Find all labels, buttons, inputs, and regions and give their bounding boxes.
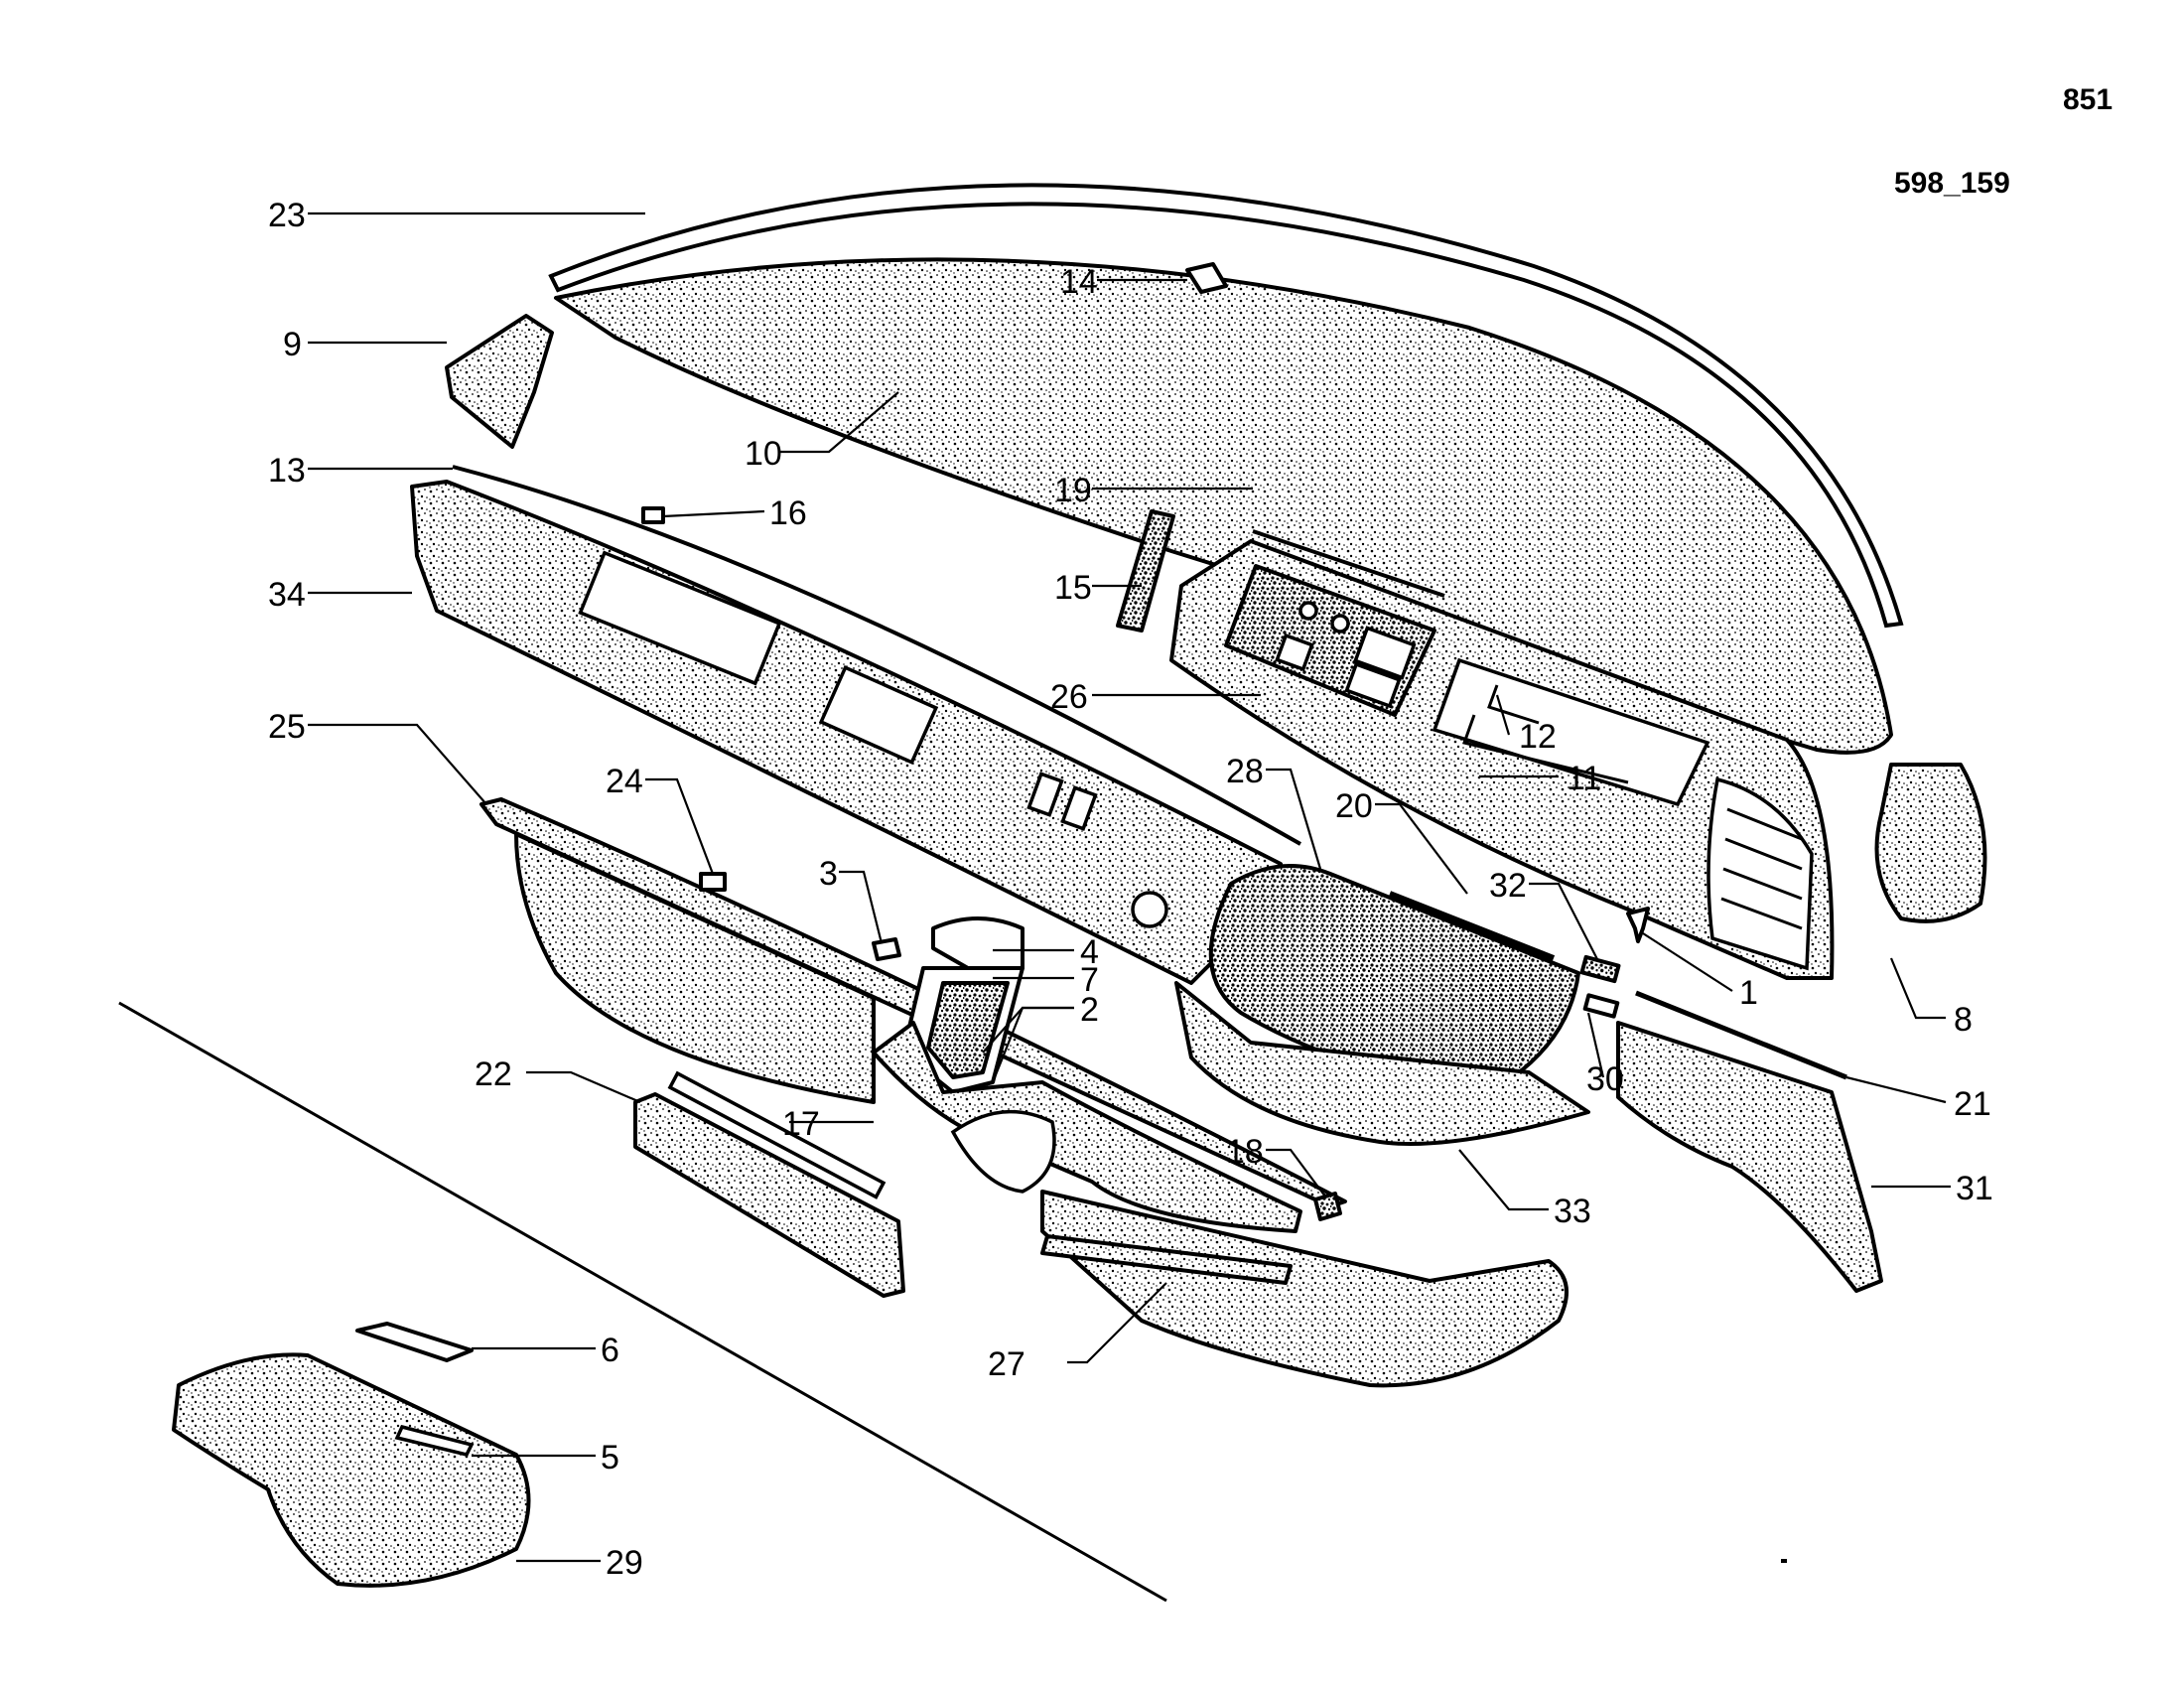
part-26-vent-slat-4 [1720,897,1803,930]
part-34-center-opening [818,664,939,766]
part-24-clip [699,872,727,892]
part-22-slot [667,1070,887,1199]
callout-22: 22 [475,1055,512,1093]
part-5-cover-opening [394,1424,475,1458]
part-34-switch-slot-b [1060,785,1098,831]
part-3-clip [872,937,901,961]
part-26-vent-slat-1 [1726,807,1803,841]
callout-20: 20 [1335,787,1373,825]
callout-32: 32 [1489,867,1527,905]
callout-27: 27 [988,1345,1025,1383]
callout-17: 17 [782,1105,820,1143]
part-19-rod [1252,529,1445,598]
part-33-lower-tray [1174,981,1590,1146]
part-26-gauge-round-2 [1330,614,1350,633]
part-27-strip [1040,1234,1293,1285]
callout-33: 33 [1554,1193,1591,1230]
part-34-round-hole [1131,891,1168,928]
part-10-dash-top-pad [554,257,1893,755]
part-17-cutout [950,1109,1056,1194]
part-34-switch-slot-a [1026,772,1064,817]
callout-5: 5 [601,1439,619,1477]
callout-30: 30 [1586,1060,1624,1098]
part-13-rod [452,465,1301,846]
part-1-screw [1626,907,1650,943]
part-21-rod [1635,990,1847,1080]
callout-25: 25 [268,708,306,746]
callout-1: 1 [1739,974,1758,1012]
callout-6: 6 [601,1332,619,1369]
part-32-clip [1579,954,1621,984]
callout-9: 9 [283,326,302,363]
page-number: 851 [2063,83,2113,116]
part-22-ashtray-panel [633,1092,905,1298]
part-26-glovebox-opening [1432,657,1710,807]
part-12-rod [1487,684,1540,725]
part-4-bezel-top [931,916,1024,970]
callout-21: 21 [1954,1085,1991,1123]
callout-23: 23 [268,197,306,234]
part-2-bezel-insert [926,981,1010,1079]
callout-8: 8 [1954,1001,1973,1039]
callout-labels: 23 9 10 13 16 34 14 19 15 26 12 11 25 24… [268,197,1993,1582]
callout-2: 2 [1080,991,1099,1029]
part-34-left-opening [578,550,782,686]
callout-29: 29 [606,1544,643,1582]
part-9-left-end-cap [445,314,554,449]
callout-18: 18 [1226,1133,1264,1171]
part-26-gauge-window-1 [1353,626,1417,680]
part-30-clip [1582,993,1620,1019]
part-26-vent-slat-2 [1724,837,1803,871]
callout-28: 28 [1226,753,1264,790]
callout-7: 7 [1080,961,1099,999]
callout-24: 24 [606,763,643,800]
callout-26: 26 [1050,678,1088,716]
part-23-top-trim [548,183,1904,629]
part-6-small-frame [355,1322,474,1362]
part-8-right-end-cap [1874,763,1987,923]
callout-15: 15 [1054,569,1092,607]
part-26-vent-slat-3 [1722,867,1803,901]
part-26-gauge-window-2 [1344,661,1402,709]
part-31-right-lower-trim [1616,1021,1883,1293]
separator-line [118,1001,1167,1603]
callout-19: 19 [1054,472,1092,509]
part-11-rod [1462,714,1629,784]
callout-34: 34 [268,576,306,614]
callout-12: 12 [1519,718,1557,756]
part-25-tray-body [514,832,876,1104]
callout-13: 13 [268,452,306,490]
stray-mark [1781,1559,1787,1563]
callout-4: 4 [1080,933,1099,971]
callout-31: 31 [1956,1170,1993,1207]
leader-lines [308,211,1951,1563]
callout-3: 3 [819,855,838,893]
part-lower-knee-panel [1040,1190,1569,1388]
callout-16: 16 [769,494,807,532]
part-29-console-cover [172,1352,531,1588]
callout-10: 10 [745,435,782,473]
callout-14: 14 [1060,263,1098,301]
part-18-clip [1313,1192,1342,1221]
part-15-switch-strip [1116,509,1175,633]
part-20-rod [1388,891,1556,961]
figure-reference: 598_159 [1894,167,2010,200]
part-16-clip [641,506,665,524]
callout-11: 11 [1567,760,1601,797]
part-26-gauge-window-3 [1275,633,1314,672]
part-14-clip [1185,262,1228,294]
part-26-gauge-round-1 [1298,601,1318,621]
